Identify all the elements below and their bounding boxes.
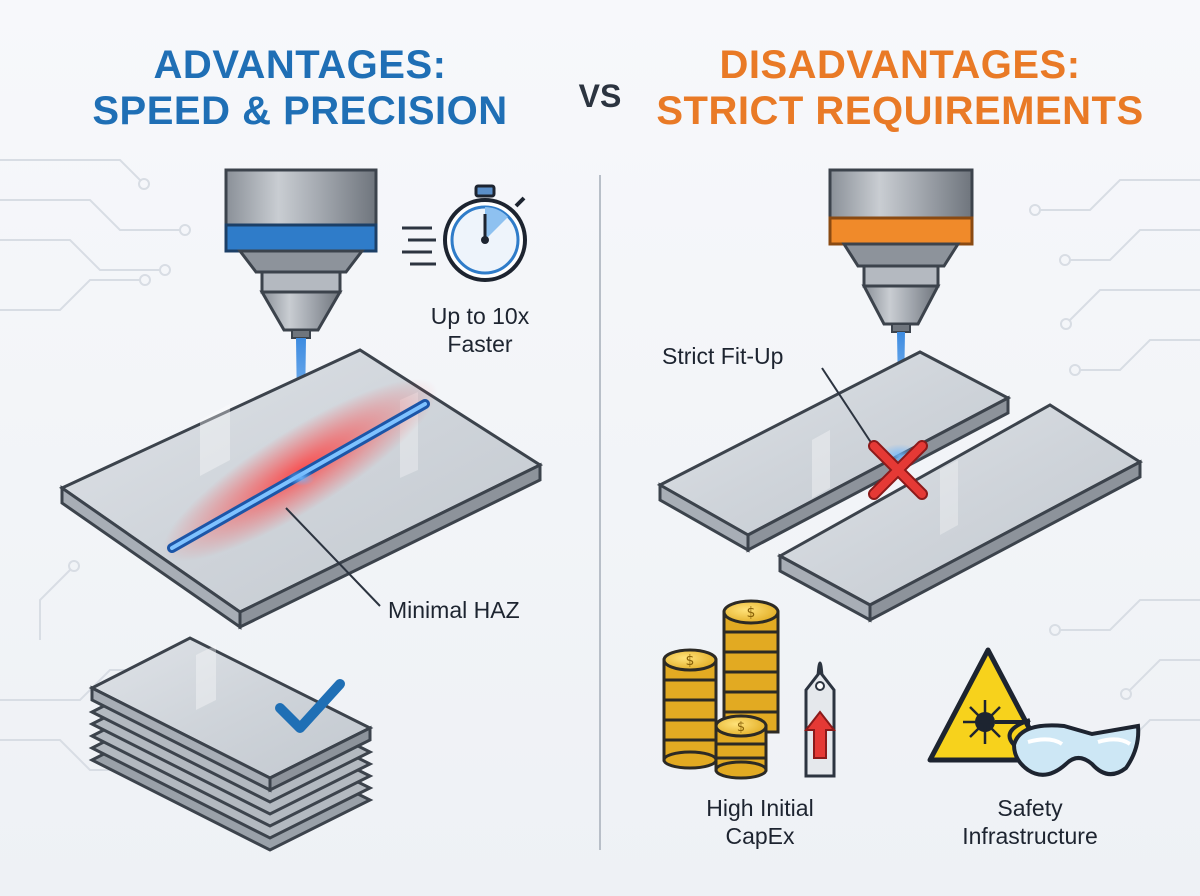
disadvantages-title-line1: DISADVANTAGES: (719, 43, 1081, 87)
speed-label: Up to 10x Faster (400, 302, 560, 358)
price-tag-icon (803, 661, 837, 778)
laser-head-icon (224, 168, 378, 339)
safety-goggles-icon (1007, 718, 1141, 777)
disadvantages-title-line2: STRICT REQUIREMENTS (656, 89, 1144, 133)
safety-label: Safety Infrastructure (930, 794, 1130, 850)
laser-warning-icon (927, 647, 1049, 763)
capex-label: High Initial CapEx (660, 794, 860, 850)
capex-label-line1: High Initial (706, 795, 814, 821)
laser-head-icon-right (828, 168, 974, 333)
capex-label-line2: CapEx (725, 823, 795, 849)
checkmark-icon (275, 679, 345, 733)
haz-leader (285, 507, 381, 607)
advantages-title-line2: SPEED & PRECISION (92, 89, 508, 133)
advantages-title-line1: ADVANTAGES: (153, 43, 447, 87)
speed-label-line2: Faster (447, 331, 513, 357)
svg-text:$: $ (747, 605, 756, 621)
coin-stack-icon: $ $ $ (662, 599, 780, 780)
advantages-title: ADVANTAGES: SPEED & PRECISION (70, 42, 530, 134)
disadvantages-title: DISADVANTAGES: STRICT REQUIREMENTS (640, 42, 1160, 134)
circuit-decoration-right (1029, 179, 1200, 756)
speed-label-line1: Up to 10x (430, 303, 530, 329)
svg-text:$: $ (737, 720, 745, 735)
svg-text:$: $ (686, 653, 695, 669)
stacked-plates (88, 636, 374, 852)
misaligned-plates (656, 350, 1143, 623)
safety-label-line2: Infrastructure (962, 823, 1098, 849)
cross-mark-icon (868, 440, 928, 500)
weld-spark (287, 470, 315, 486)
fitup-label: Strict Fit-Up (662, 343, 784, 369)
safety-label-line1: Safety (997, 795, 1063, 821)
vs-label: VS (578, 78, 622, 114)
fitup-leader (821, 367, 873, 445)
haz-label: Minimal HAZ (388, 597, 520, 623)
stopwatch-icon (402, 184, 527, 282)
